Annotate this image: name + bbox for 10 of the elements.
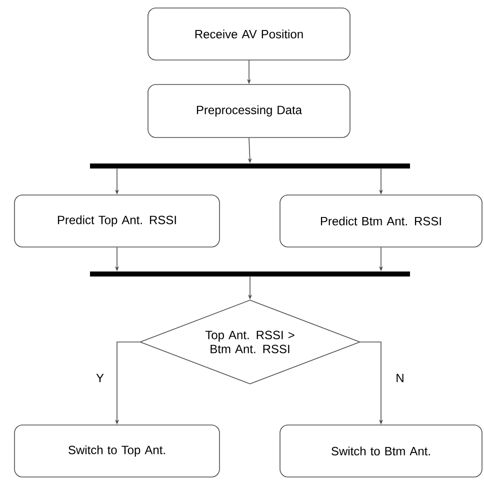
edge-label: N	[394, 372, 406, 384]
process-box: Switch to Btm Ant.	[280, 424, 482, 478]
sync-bar	[90, 272, 410, 276]
sync-bar	[90, 164, 410, 168]
process-box: Preprocessing Data	[148, 84, 350, 138]
process-box: Predict Top Ant. RSSI	[14, 194, 220, 248]
edge-label: Y	[95, 372, 105, 384]
process-box: Receive AV Position	[148, 8, 350, 60]
process-box: Switch to Top Ant.	[14, 424, 220, 478]
process-box: Predict Btm Ant. RSSI	[280, 194, 482, 248]
